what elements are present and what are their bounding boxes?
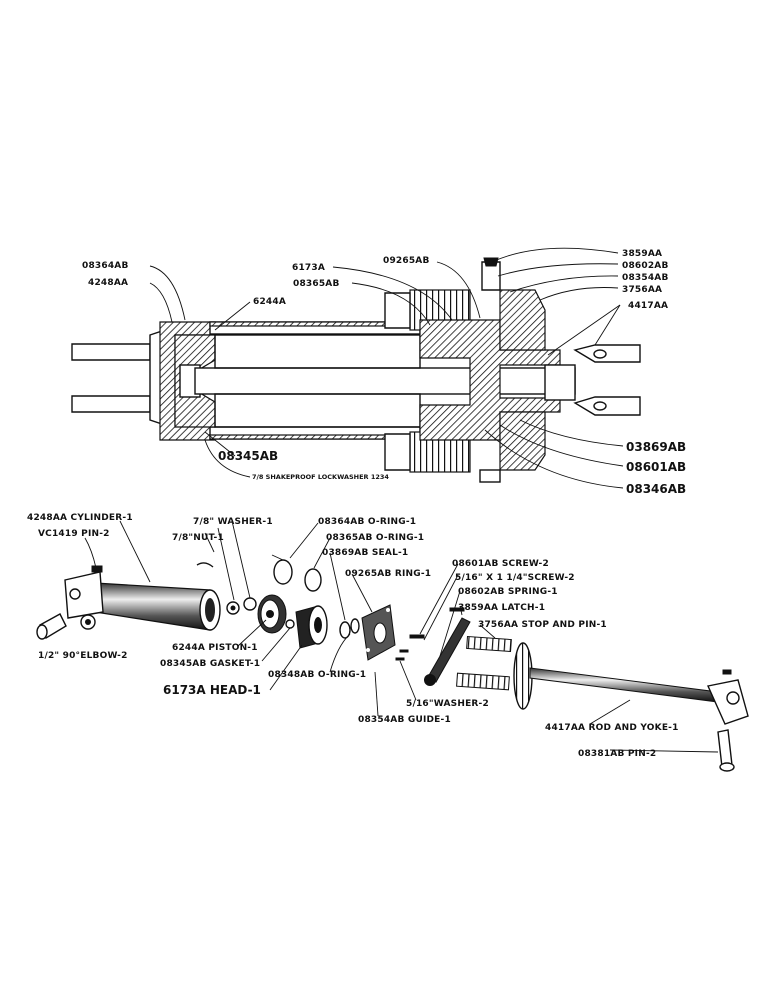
label-3756AA: 3756AA (622, 285, 662, 295)
piston-rod (194, 367, 576, 395)
label-08354AB: 08354AB (622, 273, 669, 283)
stop-part (513, 642, 533, 710)
label-ring: 09265AB RING-1 (345, 569, 431, 579)
label-pin: VC1419 PIN-2 (38, 529, 110, 539)
seal-part (339, 621, 351, 639)
label-4417AA: 4417AA (628, 301, 668, 311)
label-6173A: 6173A (292, 263, 325, 273)
ring-part (361, 604, 396, 661)
rod-yoke-part (529, 667, 749, 725)
label-08364AB: 08364AB (82, 261, 129, 271)
spring-bottom (456, 672, 510, 691)
label-gasket: 08345AB GASKET-1 (160, 659, 260, 669)
label-pin2: 08381AB PIN-2 (578, 749, 656, 759)
oring-08364AB (273, 559, 293, 585)
nut-part (196, 562, 214, 568)
label-head: 6173A HEAD-1 (163, 683, 261, 697)
label-08602AB: 08602AB (622, 261, 669, 271)
piston-part (257, 594, 287, 634)
head-part (295, 605, 328, 649)
label-piston: 6244A PISTON-1 (172, 643, 258, 653)
label-oring3: 08348AB O-RING-1 (268, 670, 366, 680)
label-washer: 7/8" WASHER-1 (193, 517, 273, 527)
label-latch: 3859AA LATCH-1 (458, 603, 545, 613)
label-nut: 7/8"NUT-1 (172, 533, 224, 543)
oring-08365AB (304, 568, 322, 592)
label-08601AB: 08601AB (626, 460, 686, 474)
bottom-leaders (84, 520, 719, 753)
cylinder-part (64, 565, 221, 631)
label-08365AB: 08365AB (293, 279, 340, 289)
label-washer2: 5/16"WASHER-2 (406, 699, 489, 709)
label-6244A: 6244A (253, 297, 286, 307)
label-08345AB: 08345AB (218, 449, 278, 463)
label-lockwasher: 7/8 SHAKEPROOF LOCKWASHER 1234 (252, 473, 389, 481)
assembly-cross-section (71, 257, 641, 483)
left-clevis (71, 329, 166, 426)
label-seal: 03869AB SEAL-1 (322, 548, 408, 558)
latch-part (424, 607, 471, 686)
pin-08381AB (717, 729, 735, 772)
label-oring2: 08365AB O-RING-1 (326, 533, 424, 543)
spring-top (466, 635, 512, 653)
label-03869AB: 03869AB (626, 440, 686, 454)
label-09265AB: 09265AB (383, 256, 430, 266)
label-3859AA: 3859AA (622, 249, 662, 259)
label-screw516: 5/16" X 1 1/4"SCREW-2 (455, 573, 575, 583)
label-screw2: 08601AB SCREW-2 (452, 559, 549, 569)
right-yoke (544, 344, 641, 416)
label-08346AB: 08346AB (626, 482, 686, 496)
top-leaders (149, 247, 624, 489)
elbow-part (36, 613, 96, 640)
label-4248AA: 4248AA (88, 278, 128, 288)
bottom-labels: 4248AA CYLINDER-1 VC1419 PIN-2 1/2" 90°E… (27, 513, 679, 759)
label-guide: 08354AB GUIDE-1 (358, 715, 451, 725)
label-oring1: 08364AB O-RING-1 (318, 517, 416, 527)
label-elbow: 1/2" 90°ELBOW-2 (38, 651, 128, 661)
guide-top (499, 289, 546, 351)
exploded-view (36, 559, 749, 772)
label-cylinder: 4248AA CYLINDER-1 (27, 513, 133, 523)
label-stop: 3756AA STOP AND PIN-1 (478, 620, 607, 630)
label-rod: 4417AA ROD AND YOKE-1 (545, 723, 679, 733)
top-labels: 08364AB 4248AA 6244A 6173A 08365AB 09265… (82, 249, 686, 496)
label-spring: 08602AB SPRING-1 (458, 587, 558, 597)
guide-bottom (499, 411, 546, 471)
